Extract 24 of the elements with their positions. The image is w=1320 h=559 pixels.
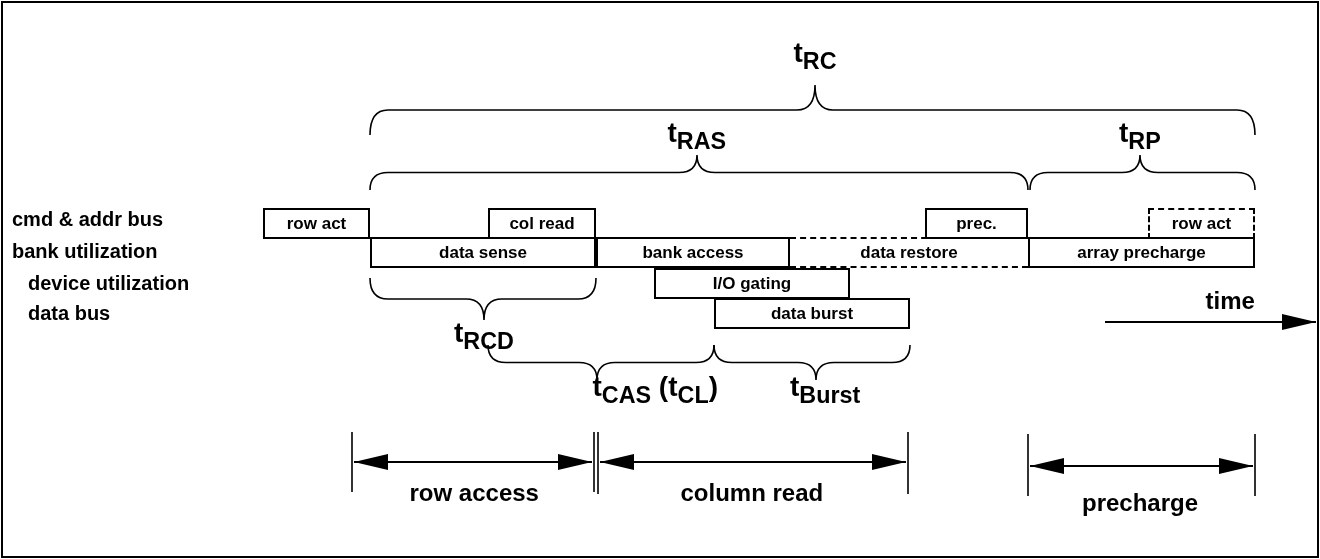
dashed-timing-box: row act — [1148, 208, 1255, 239]
row-label: cmd & addr bus — [12, 208, 164, 230]
timing-parameter-label: t$_{RC}$ — [793, 38, 837, 75]
timing-box: col read — [488, 208, 596, 239]
timing-parameter-label: t$_{RCD}$ — [454, 318, 514, 355]
timing-parameter-label: t$_{RP}$ — [1119, 118, 1161, 155]
timing-parameter-label: t$_{CAS}$ (t$_{CL}$) — [592, 372, 718, 409]
timing-box: I/O gating — [654, 268, 850, 299]
axis-label: time — [1205, 288, 1255, 315]
dashed-timing-box: data restore — [790, 237, 1028, 268]
timing-box: prec. — [925, 208, 1028, 239]
phase-label: precharge — [1082, 490, 1199, 517]
timing-box: data sense — [370, 237, 596, 268]
row-label: device utilization — [28, 272, 190, 294]
timing-parameter-label: t$_{RAS}$ — [667, 118, 727, 155]
timing-box: data burst — [714, 298, 910, 329]
timing-box: bank access — [596, 237, 790, 268]
timing-box: row act — [263, 208, 370, 239]
phase-label: row access — [409, 480, 539, 507]
row-label: bank utilization — [12, 240, 158, 262]
timing-parameter-label: t$_{Burst}$ — [790, 372, 861, 409]
timing-box: array precharge — [1028, 237, 1255, 268]
row-label: data bus — [28, 302, 111, 324]
phase-label: column read — [680, 480, 824, 507]
